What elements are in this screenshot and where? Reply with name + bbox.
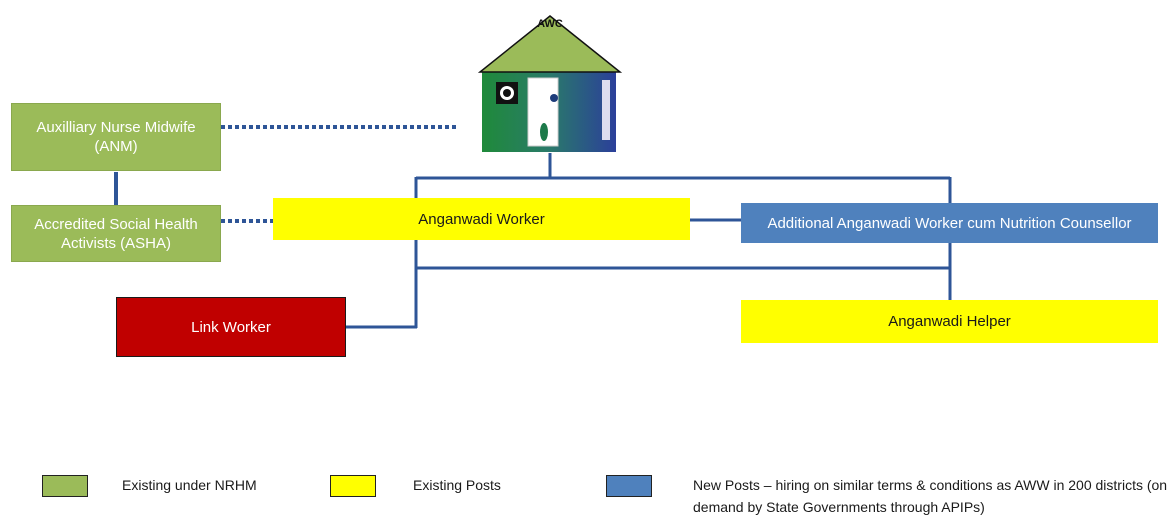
legend-swatch-nrhm — [42, 475, 88, 497]
asha-box: Accredited Social Health Activists (ASHA… — [11, 205, 221, 262]
awc-building-graphic — [477, 15, 623, 152]
legend-label-nrhm: Existing under NRHM — [122, 477, 257, 493]
awc-building — [470, 14, 630, 154]
legend-label-existing: Existing Posts — [413, 477, 501, 493]
legend-label-new: New Posts – hiring on similar terms & co… — [693, 477, 1168, 515]
additional-worker-box: Additional Anganwadi Worker cum Nutritio… — [741, 203, 1158, 243]
link-worker-box: Link Worker — [116, 297, 346, 357]
legend-swatch-existing — [330, 475, 376, 497]
legend-swatch-new — [606, 475, 652, 497]
awc-label: AWC — [537, 18, 563, 30]
anganwadi-helper-box: Anganwadi Helper — [741, 300, 1158, 343]
anganwadi-worker-box: Anganwadi Worker — [273, 198, 690, 240]
anm-box: Auxilliary Nurse Midwife (ANM) — [11, 103, 221, 171]
